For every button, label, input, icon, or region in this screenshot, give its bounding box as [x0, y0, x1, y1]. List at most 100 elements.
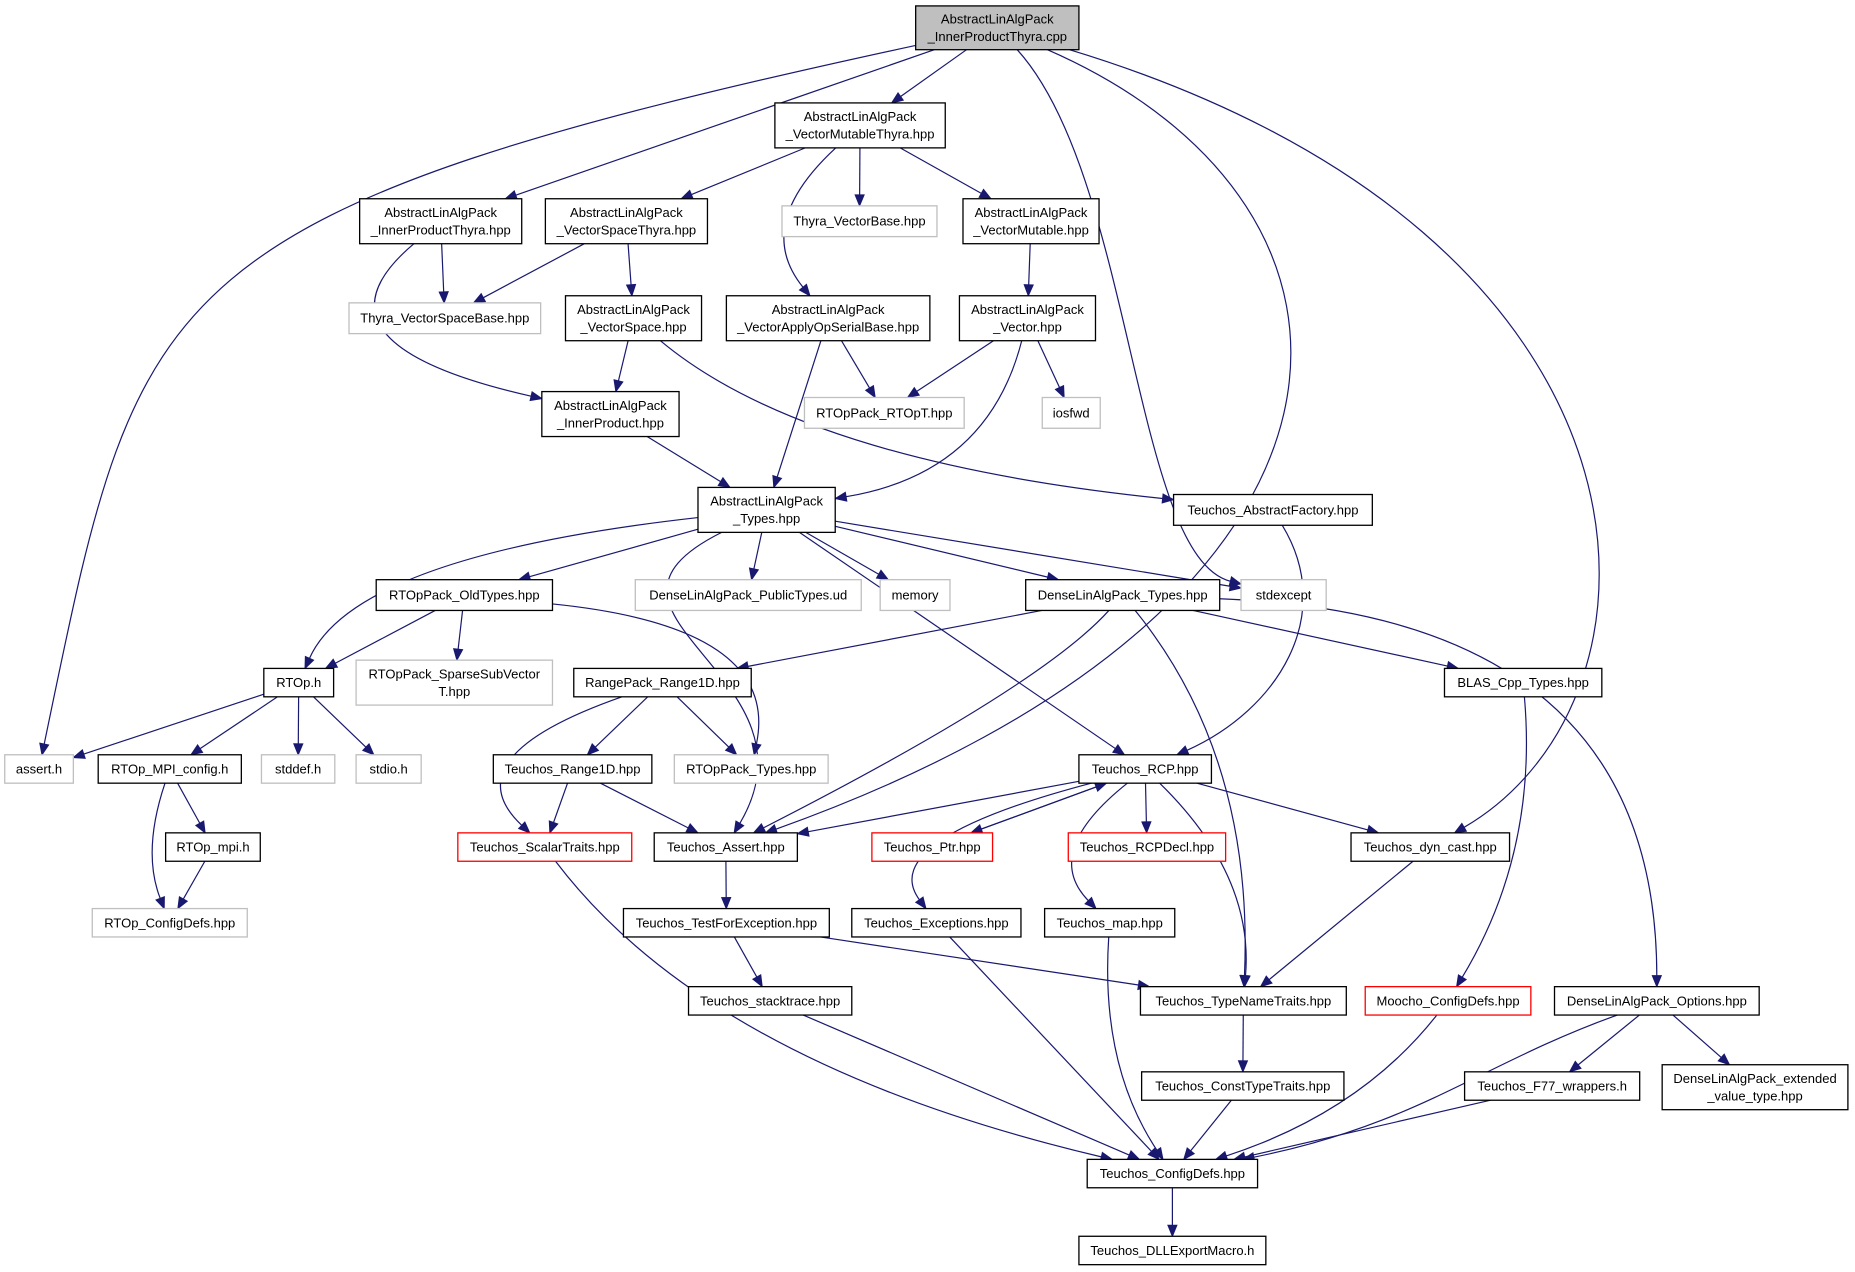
node-box: [1350, 832, 1511, 862]
node-box: [564, 295, 703, 342]
edge-testforexc-to-typenametraits: [820, 936, 1151, 991]
node-mpiconfig[interactable]: RTOp_MPI_config.h: [97, 754, 242, 784]
edge-root-to-vmt: [890, 49, 967, 104]
node-label: Teuchos_Exceptions.hpp: [864, 915, 1009, 930]
node-rtopmpi[interactable]: RTOp_mpi.h: [164, 832, 261, 862]
node-box: [1139, 986, 1347, 1016]
node-stddef[interactable]: stddef.h: [260, 754, 336, 784]
node-label: RTOp_ConfigDefs.hpp: [104, 915, 235, 930]
node-label: iosfwd: [1053, 405, 1090, 420]
edge-testforexc-to-stacktrace: [733, 936, 763, 988]
node-dltypes[interactable]: DenseLinAlgPack_Types.hpp: [1025, 579, 1221, 612]
node-ipt[interactable]: AbstractLinAlgPack_InnerProductThyra.hpp: [358, 198, 523, 245]
edge-line: [1226, 1014, 1438, 1157]
edge-line: [646, 436, 721, 483]
node-dllexport[interactable]: Teuchos_DLLExportMacro.h: [1078, 1235, 1267, 1266]
node-tmap[interactable]: Teuchos_map.hpp: [1043, 907, 1176, 938]
node-consttypetraits[interactable]: Teuchos_ConstTypeTraits.hpp: [1140, 1071, 1345, 1101]
node-label: _value_type.hpp: [1706, 1088, 1802, 1103]
node-vec[interactable]: AbstractLinAlgPack_Vector.hpp: [958, 295, 1097, 342]
node-f77[interactable]: Teuchos_F77_wrappers.h: [1463, 1071, 1641, 1101]
node-typenametraits[interactable]: Teuchos_TypeNameTraits.hpp: [1139, 986, 1347, 1016]
node-oldtypes[interactable]: RTOpPack_OldTypes.hpp: [375, 579, 554, 612]
node-iosfwd[interactable]: iosfwd: [1041, 396, 1101, 429]
edge-typenametraits-to-consttypetraits: [1237, 1015, 1249, 1074]
node-stdio[interactable]: stdio.h: [355, 754, 422, 784]
edge-line: [802, 1014, 1130, 1156]
node-scalartraits[interactable]: Teuchos_ScalarTraits.hpp: [457, 832, 633, 862]
node-tconfig[interactable]: Teuchos_ConfigDefs.hpp: [1086, 1158, 1259, 1189]
node-label: _Vector.hpp: [992, 319, 1062, 334]
node-label: AbstractLinAlgPack: [804, 109, 917, 124]
edge-arrowhead: [751, 974, 763, 988]
node-blas[interactable]: BLAS_Cpp_Types.hpp: [1443, 667, 1603, 698]
node-moochoconfig[interactable]: Moocho_ConfigDefs.hpp: [1364, 986, 1532, 1016]
node-dyncast[interactable]: Teuchos_dyn_cast.hpp: [1350, 832, 1511, 862]
edge-rtoph-to-stdio: [313, 696, 375, 756]
node-box: [879, 579, 951, 612]
node-label: Teuchos_stacktrace.hpp: [700, 993, 840, 1008]
edge-arrowhead: [1228, 581, 1243, 592]
node-box: [1172, 493, 1373, 526]
node-range1d[interactable]: RangePack_Range1D.hpp: [573, 667, 752, 698]
edge-arrowhead: [733, 820, 745, 834]
edge-line: [1577, 1014, 1640, 1066]
node-box: [260, 754, 336, 784]
node-exceptions[interactable]: Teuchos_Exceptions.hpp: [851, 907, 1022, 938]
node-stdexcept[interactable]: stdexcept: [1240, 579, 1327, 612]
edge-vs-to-ip: [613, 340, 629, 393]
node-box: [1463, 1071, 1641, 1101]
edge-arrowhead: [1182, 1147, 1196, 1161]
edge-line: [733, 936, 758, 978]
node-box: [687, 986, 853, 1016]
edge-arrowhead: [1651, 975, 1663, 988]
edge-vaosb-to-types: [772, 340, 822, 489]
node-memory[interactable]: memory: [879, 579, 951, 612]
node-box: [634, 579, 862, 612]
node-tvsb[interactable]: Thyra_VectorSpaceBase.hpp: [348, 302, 542, 335]
node-label: AbstractLinAlgPack: [975, 205, 1088, 220]
node-rtoptypes[interactable]: RTOpPack_Types.hpp: [673, 754, 829, 784]
node-ip[interactable]: AbstractLinAlgPack_InnerProduct.hpp: [541, 390, 680, 438]
node-vmt[interactable]: AbstractLinAlgPack_VectorMutableThyra.hp…: [774, 102, 946, 149]
node-dlpub[interactable]: DenseLinAlgPack_PublicTypes.ud: [634, 579, 862, 612]
edge-line: [775, 49, 1292, 830]
node-rtopt[interactable]: RTOpPack_RTOpT.hpp: [803, 396, 965, 429]
node-box: [725, 295, 931, 342]
node-trange1d[interactable]: Teuchos_Range1D.hpp: [492, 754, 653, 784]
node-vst[interactable]: AbstractLinAlgPack_VectorSpaceThyra.hpp: [544, 198, 709, 245]
node-rcp[interactable]: Teuchos_RCP.hpp: [1078, 754, 1213, 784]
node-testforexc[interactable]: Teuchos_TestForException.hpp: [622, 907, 830, 938]
node-vaosb[interactable]: AbstractLinAlgPack_VectorApplyOpSerialBa…: [725, 295, 931, 342]
node-vm[interactable]: AbstractLinAlgPack_VectorMutable.hpp: [962, 198, 1100, 245]
node-stacktrace[interactable]: Teuchos_stacktrace.hpp: [687, 986, 853, 1016]
edge-arrowhead: [586, 743, 600, 756]
node-label: Teuchos_F77_wrappers.h: [1477, 1079, 1627, 1094]
node-rtopconfig[interactable]: RTOp_ConfigDefs.hpp: [91, 907, 248, 938]
node-tassert[interactable]: Teuchos_Assert.hpp: [653, 832, 799, 862]
edge-arrowhead: [452, 648, 464, 662]
node-types[interactable]: AbstractLinAlgPack_Types.hpp: [697, 486, 836, 534]
node-asserth[interactable]: assert.h: [4, 754, 74, 784]
node-dlext[interactable]: DenseLinAlgPack_extended_value_type.hpp: [1661, 1064, 1849, 1111]
node-taf[interactable]: Teuchos_AbstractFactory.hpp: [1172, 493, 1373, 526]
node-root[interactable]: AbstractLinAlgPack_InnerProductThyra.cpp: [915, 5, 1080, 51]
edge-line: [1244, 1099, 1491, 1158]
edge-line: [308, 516, 699, 659]
edge-arrowhead: [717, 476, 732, 489]
node-vs[interactable]: AbstractLinAlgPack_VectorSpace.hpp: [564, 295, 703, 342]
node-label: RTOpPack_RTOpT.hpp: [816, 405, 952, 420]
edge-dltypes-to-dloptions: [1219, 598, 1663, 988]
node-tptr[interactable]: Teuchos_Ptr.hpp: [871, 832, 994, 862]
edge-arrowhead: [1093, 782, 1108, 793]
node-box: [1364, 986, 1532, 1016]
node-tvb[interactable]: Thyra_VectorBase.hpp: [781, 205, 938, 238]
node-rtoph[interactable]: RTOp.h: [263, 667, 335, 698]
edge-line: [1144, 783, 1147, 822]
node-label: AbstractLinAlgPack: [554, 398, 667, 413]
edge-line: [747, 609, 1042, 667]
edge-arrowhead: [978, 188, 993, 200]
node-dloptions[interactable]: DenseLinAlgPack_Options.hpp: [1553, 986, 1760, 1016]
node-rcpdecl[interactable]: Teuchos_RCPDecl.hpp: [1067, 832, 1227, 862]
